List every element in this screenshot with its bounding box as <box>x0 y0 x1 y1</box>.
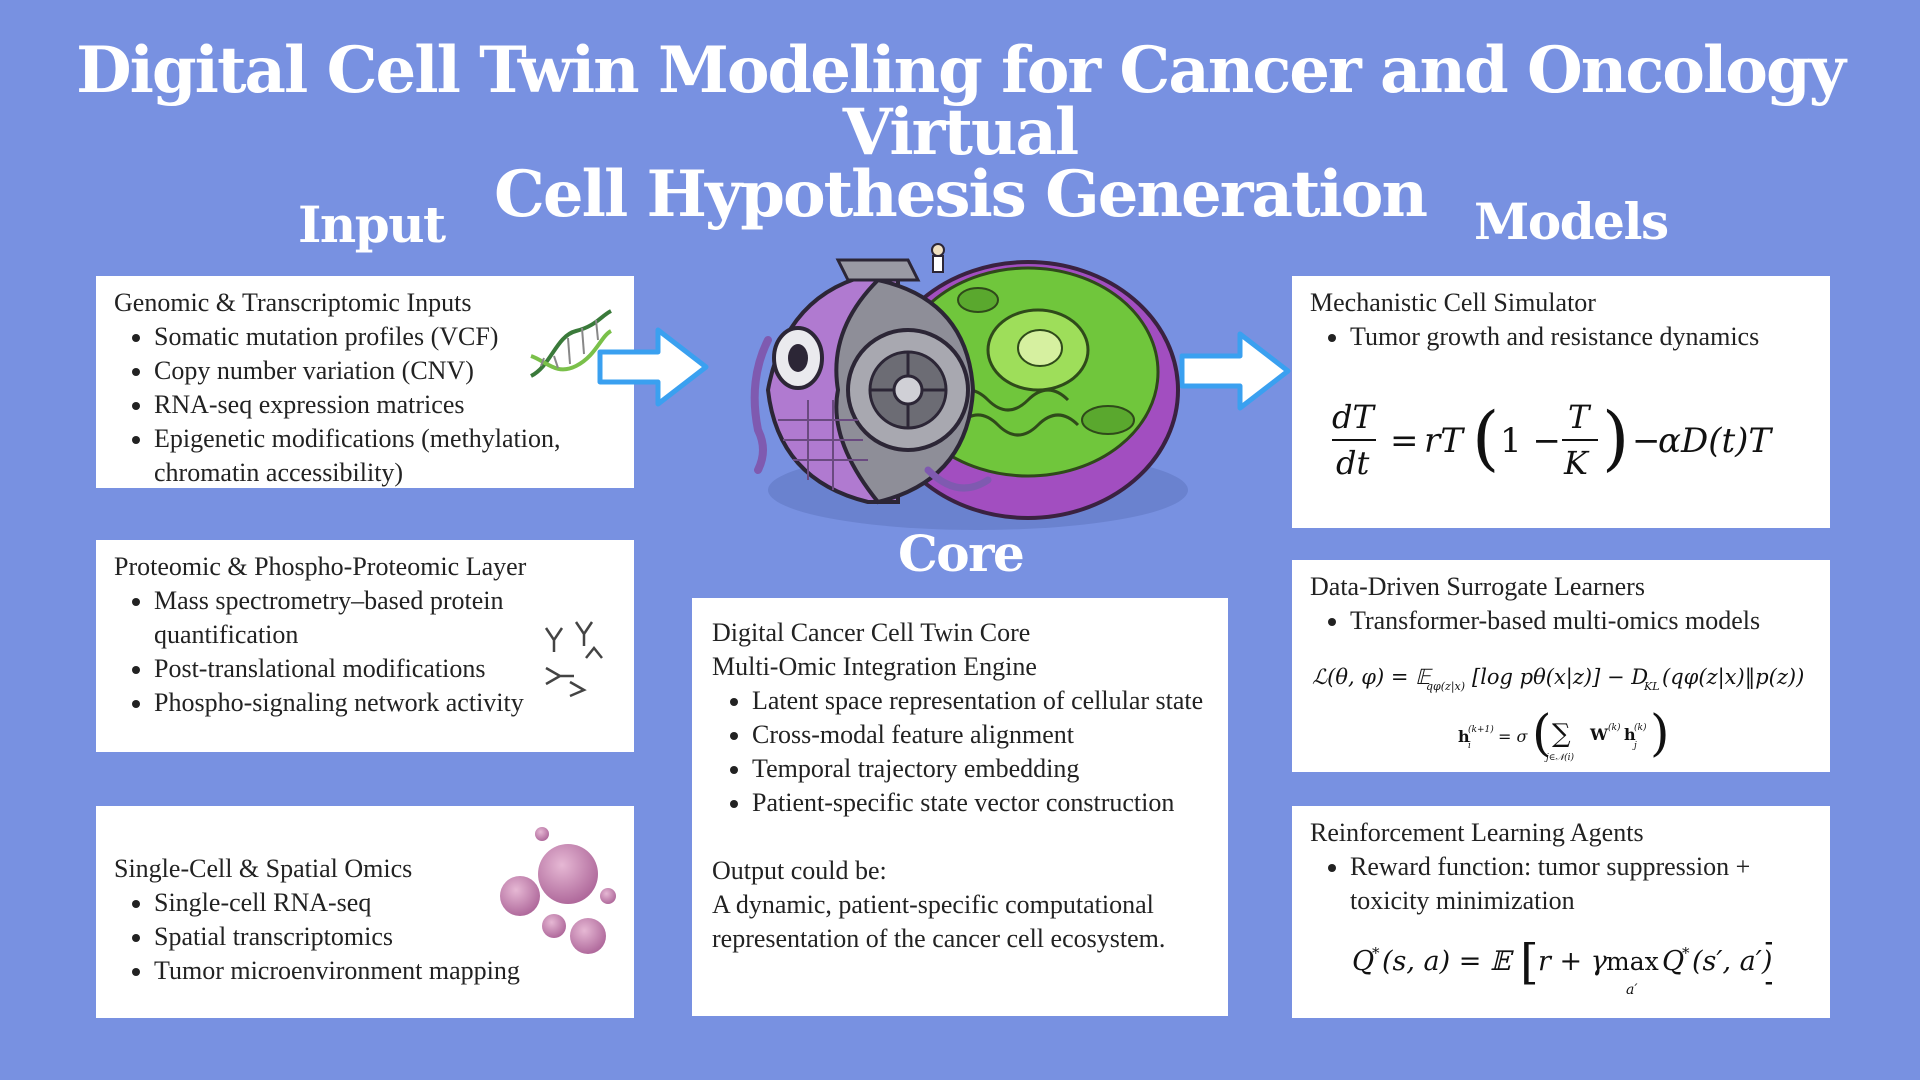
svg-text:1 −: 1 − <box>1500 421 1561 461</box>
svg-text:Q: Q <box>1352 946 1374 977</box>
list-item: Single-cell RNA-seq <box>154 886 616 920</box>
list-item: Spatial transcriptomics <box>154 920 616 954</box>
svg-text:(: ( <box>1472 397 1499 479</box>
list-item: Copy number variation (CNV) <box>154 354 616 388</box>
svg-text:= σ: = σ <box>1498 727 1528 746</box>
input-box-singlecell: Single-Cell & Spatial Omics Single-cell … <box>96 806 634 1018</box>
svg-text:*: * <box>1372 944 1380 962</box>
logistic-growth-equation: dT dt = rT ( 1 − T K ) − αD(t)T <box>1332 397 1773 482</box>
svg-text:h: h <box>1624 725 1636 744</box>
list-item: Latent space representation of cellular … <box>752 684 1208 718</box>
svg-text:h: h <box>1458 727 1470 746</box>
cells-icon <box>500 827 616 954</box>
svg-text:(s, a) = 𝔼: (s, a) = 𝔼 <box>1382 946 1514 977</box>
input-box-proteomic: Proteomic & Phospho-Proteomic Layer Mass… <box>96 540 634 752</box>
svg-text:T: T <box>1568 398 1592 436</box>
list-item: Mass spectrometry–based protein quantifi… <box>154 584 616 652</box>
list-item: Patient-specific state vector constructi… <box>752 786 1208 820</box>
svg-text:(k): (k) <box>1634 722 1647 733</box>
title-line-1: Digital Cell Twin Modeling for Cancer an… <box>76 33 1846 170</box>
list-item: Post-translational modifications <box>154 652 616 686</box>
core-box: Digital Cancer Cell Twin Core Multi-Omic… <box>692 598 1228 1016</box>
list-item: Tumor growth and resistance dynamics <box>1350 320 1812 354</box>
svg-text:qφ(z|x): qφ(z|x) <box>1426 680 1465 694</box>
svg-text:a′: a′ <box>1626 982 1638 998</box>
page-title: Digital Cell Twin Modeling for Cancer an… <box>0 39 1920 227</box>
svg-text:KL: KL <box>1643 680 1660 693</box>
svg-text:): ) <box>1602 397 1629 479</box>
model-box-rl: Reinforcement Learning Agents Reward fun… <box>1292 806 1830 1018</box>
svg-text:): ) <box>1650 704 1670 762</box>
svg-text:−: − <box>1632 421 1661 461</box>
svg-text:(s′, a′): (s′, a′) <box>1692 946 1772 977</box>
svg-text:=: = <box>1390 421 1419 461</box>
model-box-mechanistic: Mechanistic Cell Simulator Tumor growth … <box>1292 276 1830 528</box>
svg-text:]: ] <box>1762 934 1772 990</box>
input-box-heading: Single-Cell & Spatial Omics <box>114 854 413 883</box>
svg-text:dt: dt <box>1336 444 1369 482</box>
dna-icon <box>529 309 613 378</box>
model-box-heading: Data-Driven Surrogate Learners <box>1310 572 1645 601</box>
svg-text:max: max <box>1606 947 1659 976</box>
svg-text:∑: ∑ <box>1552 719 1571 749</box>
list-item: RNA-seq expression matrices <box>154 388 616 422</box>
bellman-equation: Q * (s, a) = 𝔼 [ r + γ max a′ Q * (s′, a… <box>1352 934 1772 998</box>
svg-text:i: i <box>1468 741 1471 751</box>
title-line-2: Cell Hypothesis Generation <box>493 157 1428 232</box>
svg-text:αD(t)T: αD(t)T <box>1658 421 1773 461</box>
input-box-genomic: Genomic & Transcriptomic Inputs Somatic … <box>96 276 634 488</box>
svg-text:Q: Q <box>1662 946 1684 977</box>
models-heading: Models <box>1474 192 1669 251</box>
loss-and-gnn-equations: ℒ(θ, φ) = 𝔼 qφ(z|x) [log pθ(x|z)] − D KL… <box>1312 665 1804 763</box>
list-item: Somatic mutation profiles (VCF) <box>154 320 616 354</box>
core-heading: Core <box>898 524 1025 583</box>
core-output-text: A dynamic, patient-specific computationa… <box>712 890 1166 953</box>
svg-text:j∈𝒩(i): j∈𝒩(i) <box>1544 752 1574 763</box>
model-box-surrogate: Data-Driven Surrogate Learners Transform… <box>1292 560 1830 772</box>
svg-text:(: ( <box>1532 704 1552 762</box>
core-heading-1: Digital Cancer Cell Twin Core <box>712 618 1031 647</box>
list-item: Epigenetic modifications (methylation, c… <box>154 422 616 490</box>
svg-text:W: W <box>1589 725 1609 744</box>
svg-text:[: [ <box>1520 934 1539 990</box>
svg-text:rT: rT <box>1424 421 1465 461</box>
svg-text:K: K <box>1563 444 1590 482</box>
list-item: Phospho-signaling network activity <box>154 686 616 720</box>
svg-text:(k): (k) <box>1608 722 1621 733</box>
svg-text:*: * <box>1682 944 1690 962</box>
model-box-heading: Reinforcement Learning Agents <box>1310 818 1644 847</box>
input-heading: Input <box>298 195 446 254</box>
svg-text:j: j <box>1632 741 1637 751</box>
list-item: Transformer-based multi-omics models <box>1350 604 1812 638</box>
antibody-icon <box>544 621 603 698</box>
svg-text:(qφ(z|x)‖p(z)): (qφ(z|x)‖p(z)) <box>1662 665 1804 690</box>
input-box-heading: Genomic & Transcriptomic Inputs <box>114 288 472 317</box>
svg-text:[log pθ(x|z)] − D: [log pθ(x|z)] − D <box>1472 665 1648 690</box>
digital-cell-illustration <box>750 243 1188 530</box>
model-box-heading: Mechanistic Cell Simulator <box>1310 288 1596 317</box>
svg-text:dT: dT <box>1332 398 1376 436</box>
svg-text:ℒ(θ, φ) = 𝔼: ℒ(θ, φ) = 𝔼 <box>1312 665 1433 689</box>
core-output-label: Output could be: <box>712 856 887 885</box>
core-heading-2: Multi-Omic Integration Engine <box>712 652 1037 681</box>
input-box-heading: Proteomic & Phospho-Proteomic Layer <box>114 552 527 581</box>
svg-text:r + γ: r + γ <box>1538 946 1608 977</box>
list-item: Cross-modal feature alignment <box>752 718 1208 752</box>
svg-text:(k+1): (k+1) <box>1468 724 1494 735</box>
list-item: Reward function: tumor suppression + tox… <box>1350 850 1812 918</box>
list-item: Temporal trajectory embedding <box>752 752 1208 786</box>
arrow-core-to-models <box>1179 331 1291 411</box>
arrow-input-to-core <box>597 327 709 407</box>
list-item: Tumor microenvironment mapping <box>154 954 616 988</box>
